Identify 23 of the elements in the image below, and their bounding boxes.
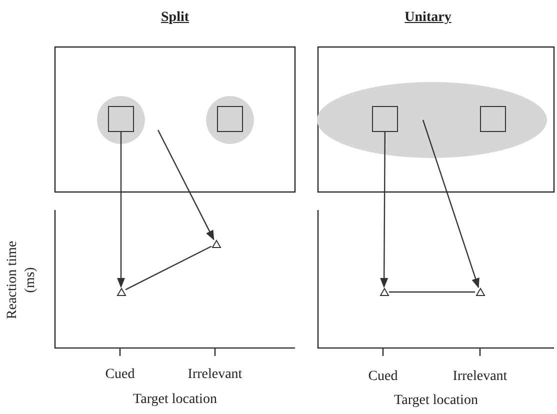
- stimulus-square: [217, 106, 243, 132]
- arrow: [157, 130, 214, 240]
- arrow: [422, 120, 480, 288]
- panel-title: Unitary: [404, 10, 452, 26]
- data-point-triangle: [116, 288, 126, 296]
- tick-label: Cued: [368, 369, 398, 385]
- tick-label: Irrelevant: [452, 369, 508, 385]
- axis-title: Target location: [133, 392, 217, 408]
- panel-title: Split: [161, 10, 189, 26]
- axis-title: Target location: [394, 393, 478, 409]
- stimulus-square: [108, 106, 134, 132]
- stimulus-square: [372, 106, 398, 132]
- arrow: [380, 132, 388, 288]
- arrow: [117, 132, 125, 288]
- tick-label: Cued: [105, 367, 135, 383]
- stimulus-square: [480, 106, 506, 132]
- data-point-triangle: [476, 288, 484, 296]
- data-point-triangle: [212, 240, 220, 248]
- tick-label: Irrelevant: [188, 367, 242, 383]
- data-point-triangle: [380, 288, 388, 296]
- axis-title: Reaction time (ms): [4, 240, 39, 322]
- connecting-line: [389, 291, 475, 293]
- connecting-line: [125, 246, 212, 290]
